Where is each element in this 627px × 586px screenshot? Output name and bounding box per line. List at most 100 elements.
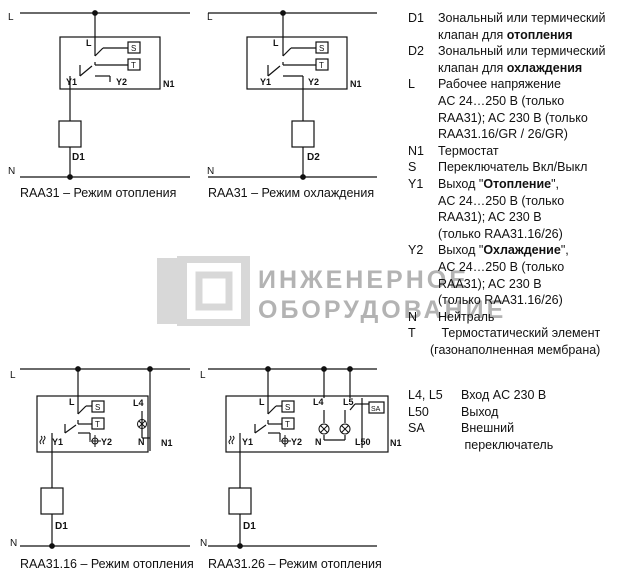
legend-line: RAA31); AC 230 В xyxy=(438,276,542,291)
label-l: L xyxy=(8,12,14,23)
legend-line: Зональный или термический xyxy=(438,44,606,59)
label-n: N xyxy=(10,538,17,549)
label-sa: SA xyxy=(371,406,381,413)
legend-text: клапан для xyxy=(438,60,507,75)
label-l: L xyxy=(207,12,213,23)
legend-line: AC 24…250 В (только xyxy=(438,193,565,208)
label-n: N xyxy=(8,166,15,177)
label-n: N xyxy=(200,538,207,549)
legend-line: (только RAA31.16/26) xyxy=(438,293,563,308)
diagram-raa31-16-icons xyxy=(39,419,147,447)
lamp-icon xyxy=(137,419,147,429)
legend-item-t: T Термостатический элемент (газонаполнен… xyxy=(408,325,623,358)
legend-item-l4-l5: L4, L5 Вход AC 230 В xyxy=(408,387,623,404)
legend-text: клапан для xyxy=(438,27,507,42)
diagram-raa31-cooling xyxy=(208,10,377,180)
thermo-t-box xyxy=(127,58,141,71)
legend-line: AC 24…250 В (только xyxy=(438,259,565,274)
legend-item-s: S Переключатель Вкл/Выкл xyxy=(408,159,623,176)
legend-desc: Выход "Отопление", AC 24…250 В (только R… xyxy=(438,176,623,242)
legend-line: Вход AC 230 В xyxy=(461,388,547,402)
legend-desc: Переключатель Вкл/Выкл xyxy=(438,159,623,176)
legend-text: Выход " xyxy=(438,243,484,258)
label-l-internal: L xyxy=(259,397,265,407)
legend-desc: Выход xyxy=(461,404,623,421)
legend-key: T xyxy=(408,326,416,341)
diagram-raa31-16-heating xyxy=(20,366,190,549)
legend-text: Выход " xyxy=(438,176,484,191)
label-n1: N1 xyxy=(350,79,362,89)
label-l4: L4 xyxy=(313,397,324,407)
label-n-internal: N xyxy=(315,437,322,447)
legend-line: RAA31.16/GR / 26/GR) xyxy=(438,127,568,142)
heating-mode-icon xyxy=(228,435,235,445)
label-n1: N1 xyxy=(163,79,175,89)
caption-raa31-cooling: RAA31 – Режим охлаждения xyxy=(208,186,375,200)
label-l-internal: L xyxy=(273,38,279,48)
legend-key: SA xyxy=(408,421,425,436)
label-n: N xyxy=(207,166,214,177)
legend-secondary: L4, L5 Вход AC 230 В L50 Выход SA Внешни… xyxy=(408,387,623,453)
diagram-raa31-26-heating xyxy=(208,366,389,549)
legend-line: Зональный или термический xyxy=(438,11,606,25)
legend-line: Термостатический элемент xyxy=(438,326,601,341)
legend-desc: Термостат xyxy=(438,143,623,160)
legend-desc: Термостатический элемент (газонаполненна… xyxy=(430,325,623,358)
label-s: S xyxy=(95,403,100,412)
legend-desc: Внешний переключатель xyxy=(461,420,623,453)
lamp-icon xyxy=(318,423,330,435)
legend-bold: охлаждения xyxy=(506,60,583,75)
caption-raa31-16-heating: RAA31.16 – Режим отопления xyxy=(20,557,194,571)
label-l4: L4 xyxy=(133,398,144,408)
diagram-raa31-heating xyxy=(20,10,190,180)
legend-item-y1: Y1 Выход "Отопление", AC 24…250 В (тольк… xyxy=(408,176,623,242)
label-t: T xyxy=(131,61,136,70)
legend-key: L4, L5 xyxy=(408,388,443,402)
legend-item-d2: D2 Зональный или термический клапан для … xyxy=(408,43,623,76)
label-l50: L50 xyxy=(355,437,371,447)
diagram-raa31-cooling-labels: L N L S T Y1 Y2 N1 D2 xyxy=(207,12,362,177)
label-y2: Y2 xyxy=(308,77,319,87)
thermostat-box xyxy=(59,36,161,90)
legend-desc: Рабочее напряжение AC 24…250 В (только R… xyxy=(438,76,623,142)
watermark-logo-icon xyxy=(157,253,251,329)
legend-line: переключатель xyxy=(461,437,554,452)
legend-desc: Выход "Охлаждение", AC 24…250 В (только … xyxy=(438,242,623,308)
legend-key: N1 xyxy=(408,143,424,158)
legend-line: RAA31); AC 230 В (только xyxy=(438,110,588,125)
legend: D1 Зональный или термический клапан для … xyxy=(408,10,623,358)
label-y2: Y2 xyxy=(101,437,112,447)
legend-line: Переключатель Вкл/Выкл xyxy=(438,160,588,175)
legend-line: Выход "Отопление", xyxy=(438,176,623,193)
label-l5: L5 xyxy=(343,397,354,407)
caption-raa31-heating: RAA31 – Режим отопления xyxy=(20,186,177,200)
diagram-raa31-26-heating-labels: L N L S T L4 L5 SA Y1 Y2 N L50 N1 D1 xyxy=(200,370,402,549)
cooling-mode-icon xyxy=(89,435,101,447)
label-y1: Y1 xyxy=(260,77,271,87)
caption-raa31-26-heating: RAA31.26 – Режим отопления xyxy=(208,557,382,571)
label-y1: Y1 xyxy=(66,77,77,87)
legend-bold: отопления xyxy=(506,27,573,42)
label-y1: Y1 xyxy=(52,437,63,447)
legend-line: (только RAA31.16/26) xyxy=(438,226,563,241)
legend-desc: Зональный или термический клапан для охл… xyxy=(438,43,623,76)
legend-line: Нейтраль xyxy=(438,309,495,324)
legend-line: RAA31); AC 230 В xyxy=(438,210,542,225)
label-y2: Y2 xyxy=(291,437,302,447)
label-d2: D2 xyxy=(307,152,320,163)
legend-text: ", xyxy=(551,176,560,191)
label-t: T xyxy=(319,61,324,70)
legend-line: Рабочее напряжение xyxy=(438,77,561,92)
label-y1: Y1 xyxy=(242,437,253,447)
legend-line: клапан для охлаждения xyxy=(438,60,623,77)
legend-key: N xyxy=(408,309,418,324)
legend-desc: Нейтраль xyxy=(438,309,623,326)
legend-item-y2: Y2 Выход "Охлаждение", AC 24…250 В (толь… xyxy=(408,242,623,308)
legend-line: Внешний xyxy=(461,421,515,436)
label-l-internal: L xyxy=(69,397,75,407)
legend-key: S xyxy=(408,160,417,175)
label-s: S xyxy=(131,44,136,53)
label-n1: N1 xyxy=(161,438,173,448)
legend-line: AC 24…250 В (только xyxy=(438,93,565,108)
legend-key: D1 xyxy=(408,11,424,25)
